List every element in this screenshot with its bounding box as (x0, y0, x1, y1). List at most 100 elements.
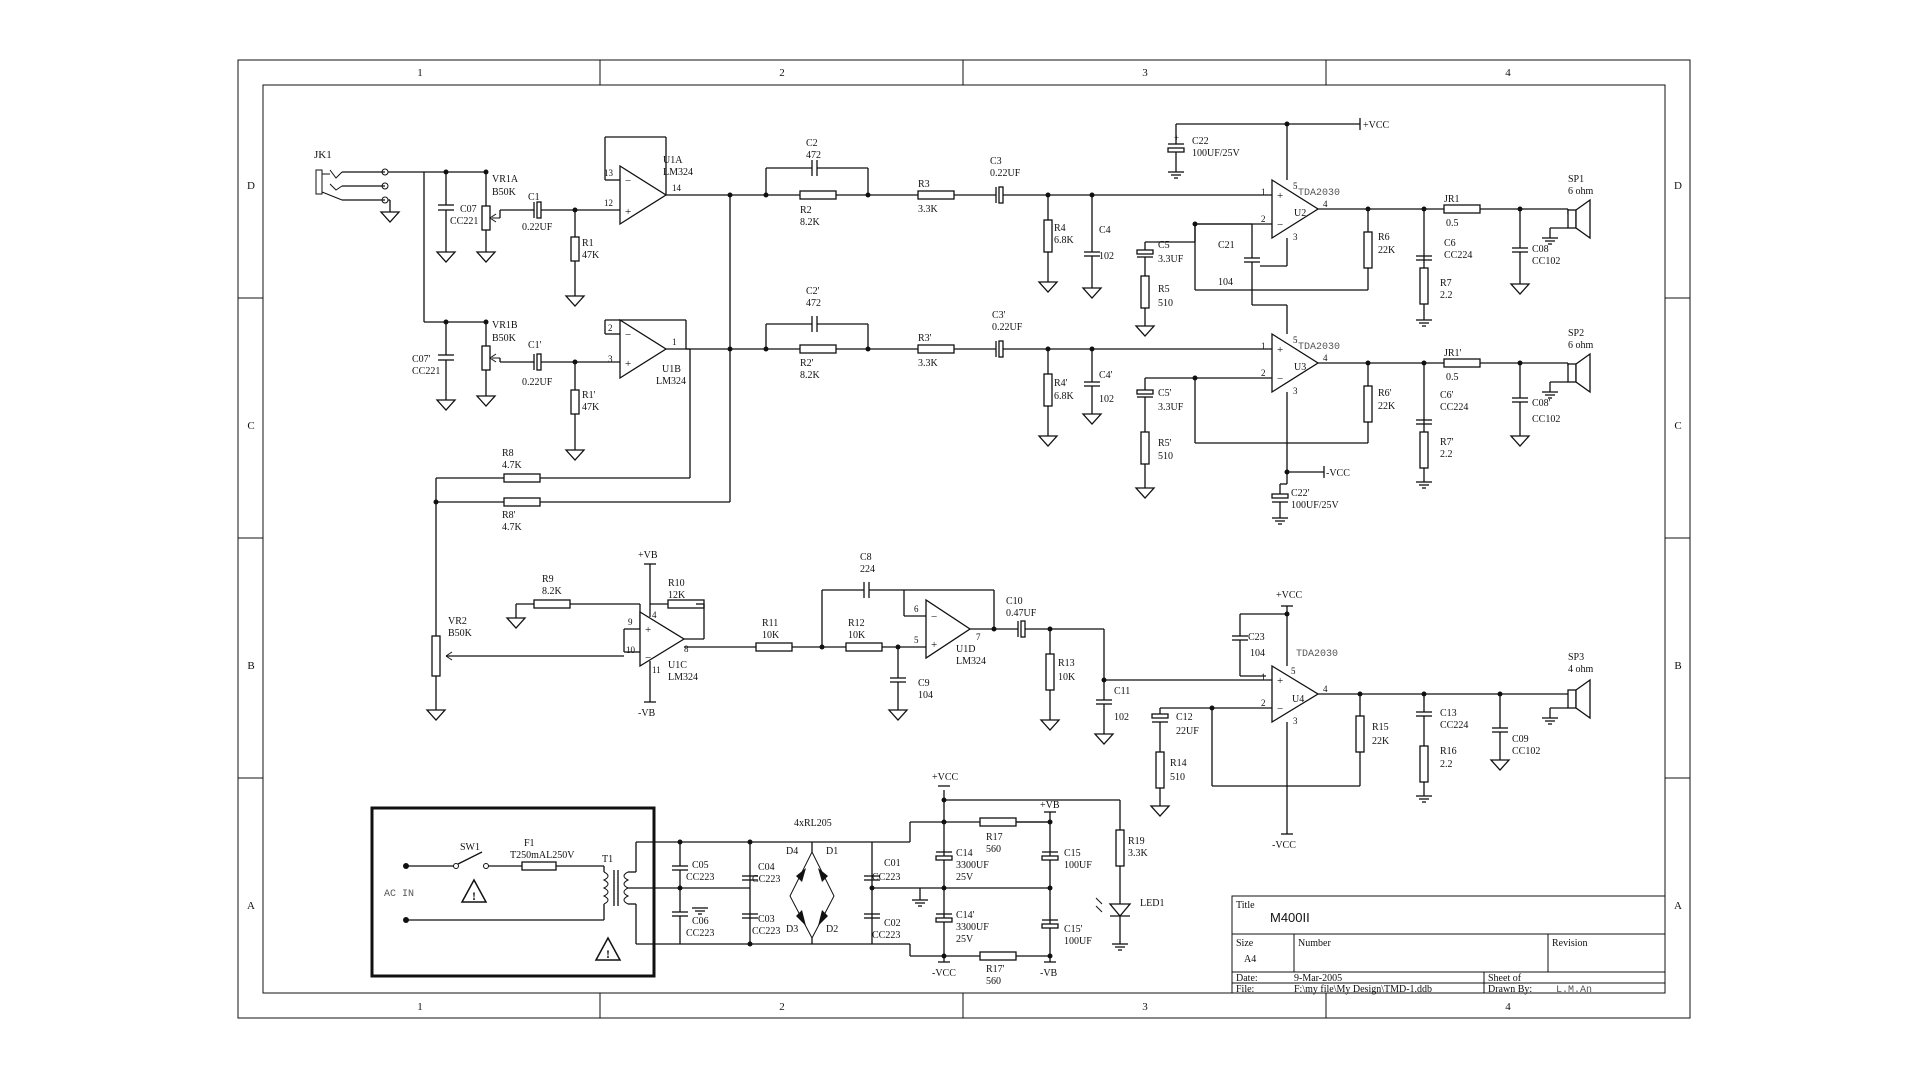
r8-name: R8 (502, 448, 514, 459)
u3-minus: − (1277, 373, 1283, 385)
sp2-name: SP2 (1568, 328, 1584, 339)
u1d-pin5: 5 (914, 635, 919, 645)
r2-name: R2 (800, 205, 812, 216)
u2-minus: − (1277, 219, 1283, 231)
r8-value: 4.7K (502, 460, 523, 471)
sp1-name: SP1 (1568, 174, 1584, 185)
row-label-left-D: D (247, 180, 255, 192)
c10-name: C10 (1006, 596, 1023, 607)
c5-name: C5 (1158, 240, 1170, 251)
d1-label: D1 (826, 846, 838, 857)
c07p-name: C07' (412, 354, 431, 365)
c2p-name: C2' (806, 286, 820, 297)
u2-plus: + (1277, 190, 1283, 202)
mains-enclosure (370, 806, 656, 978)
t1-label: T1 (602, 854, 613, 865)
u3-pin4: 4 (1323, 353, 1328, 363)
c1-value: 0.22UF (522, 222, 553, 233)
row-label-right-A: A (1674, 900, 1682, 912)
u4-value: TDA2030 (1296, 649, 1338, 660)
u1c-minus: − (645, 652, 651, 664)
u1d-value: LM324 (956, 656, 986, 667)
u1c-pin8: 8 (684, 644, 689, 654)
c13-name: C13 (1440, 708, 1457, 719)
r14-name: R14 (1170, 758, 1187, 769)
r3p-name: R3' (918, 333, 932, 344)
c15p-name: C15' (1064, 924, 1083, 935)
u2-value: TDA2030 (1298, 188, 1340, 199)
file-value: F:\my file\My Design\TMD-1.ddb (1294, 984, 1432, 995)
c5p-name: C5' (1158, 388, 1172, 399)
col-label-bottom-4: 4 (1505, 1001, 1511, 1013)
c09-value: CC102 (1512, 746, 1540, 757)
psu-rail-pvcc: +VCC (932, 772, 959, 783)
u2-pin4: 4 (1323, 199, 1328, 209)
c08p-value: CC102 (1532, 414, 1560, 425)
c12-value: 22UF (1176, 726, 1199, 737)
col-label-top-4: 4 (1505, 67, 1511, 79)
row-label-left-B: B (247, 660, 254, 672)
r8p-name: R8' (502, 510, 516, 521)
col-label-top-3: 3 (1142, 67, 1148, 79)
bridge-label: 4xRL205 (794, 818, 832, 829)
r13-value: 10K (1058, 672, 1076, 683)
r12-name: R12 (848, 618, 865, 629)
warning-icon-mark-2: ! (606, 947, 610, 961)
r5p-value: 510 (1158, 451, 1173, 462)
frame-row-labels: D C B A D C B A (247, 180, 1682, 912)
u3-name: U3 (1294, 362, 1306, 373)
sp2-value: 6 ohm (1568, 340, 1594, 351)
c09-name: C09 (1512, 734, 1529, 745)
file-label: File: (1236, 984, 1254, 995)
u1c-pin10: 10 (626, 645, 636, 655)
u3-rail-nvcc: -VCC (1326, 468, 1350, 479)
input-stage: JK1 C07 CC221 VR1A B50K C1 0.22UF (314, 136, 730, 461)
u1a-value: LM324 (663, 167, 693, 178)
c8-value: 224 (860, 564, 875, 575)
u4-pin4: 4 (1323, 684, 1328, 694)
u2-rail-pvcc: +VCC (1363, 120, 1390, 131)
c3p-value: 0.22UF (992, 322, 1023, 333)
u1c-pin9: 9 (628, 617, 633, 627)
c22-plus: + (1174, 133, 1179, 143)
power-amp-ch1: R4 6.8K C4 102 + − 1 2 5 4 3 U2 TDA2030 … (1038, 118, 1594, 337)
r7p-value: 2.2 (1440, 449, 1453, 460)
drawn-by-label: Drawn By: (1488, 984, 1532, 995)
power-supply: AC IN SW1 ! F1 T250mAL250V T1 ! (370, 772, 1164, 987)
jr1-name: JR1 (1444, 194, 1460, 205)
c3-value: 0.22UF (990, 168, 1021, 179)
u1a-name: U1A (663, 155, 683, 166)
c15-value: 100UF (1064, 860, 1092, 871)
u4-pin3: 3 (1293, 716, 1298, 726)
sp3-name: SP3 (1568, 652, 1584, 663)
r17p-name: R17' (986, 964, 1005, 975)
c2-value: 472 (806, 150, 821, 161)
c14-value: 3300UF (956, 860, 989, 871)
u1c-rail-pvb: +VB (638, 550, 658, 561)
c05-name: C05 (692, 860, 709, 871)
u1b-plus: + (625, 358, 631, 370)
r1p-value: 47K (582, 402, 600, 413)
r16-name: R16 (1440, 746, 1457, 757)
u1d-name: U1D (956, 644, 975, 655)
c08-value: CC102 (1532, 256, 1560, 267)
r4p-value: 6.8K (1054, 391, 1075, 402)
u1a-pin12: 12 (604, 198, 613, 208)
c6p-name: C6' (1440, 390, 1454, 401)
col-label-bottom-3: 3 (1142, 1001, 1148, 1013)
r8p-value: 4.7K (502, 522, 523, 533)
psu-rail-nvb: -VB (1040, 968, 1058, 979)
date-label: Date: (1236, 973, 1258, 984)
u1b-minus: − (625, 329, 631, 341)
c06-value: CC223 (686, 928, 714, 939)
sheet-label: Sheet of (1488, 973, 1522, 984)
u1a-plus: + (625, 206, 631, 218)
psu-rail-nvcc: -VCC (932, 968, 956, 979)
c02-name: C02 (884, 918, 901, 929)
c07-value: CC221 (450, 216, 478, 227)
u1b-pin2: 2 (608, 323, 613, 333)
c22-value: 100UF/25V (1192, 148, 1241, 159)
r10-name: R10 (668, 578, 685, 589)
u1b-pin3: 3 (608, 354, 613, 364)
